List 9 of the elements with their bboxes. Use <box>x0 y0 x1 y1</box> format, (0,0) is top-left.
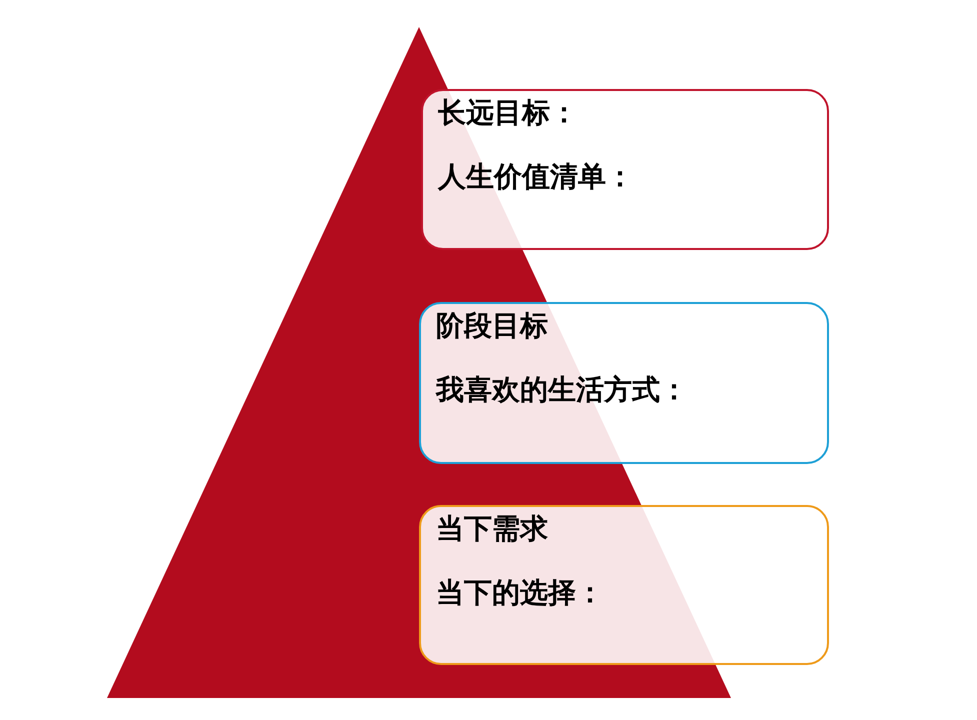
rounded-text-panel <box>419 505 829 665</box>
panel-text: 当下的选择： <box>436 575 604 611</box>
rounded-text-panel <box>419 302 829 464</box>
panel-text: 我喜欢的生活方式： <box>436 372 688 408</box>
rounded-text-panel <box>421 89 829 250</box>
panel-heading: 阶段目标 <box>436 308 548 344</box>
panel-heading: 当下需求 <box>436 511 548 547</box>
panel-text: 人生价值清单： <box>438 159 634 195</box>
panel-heading: 长远目标： <box>438 95 578 131</box>
